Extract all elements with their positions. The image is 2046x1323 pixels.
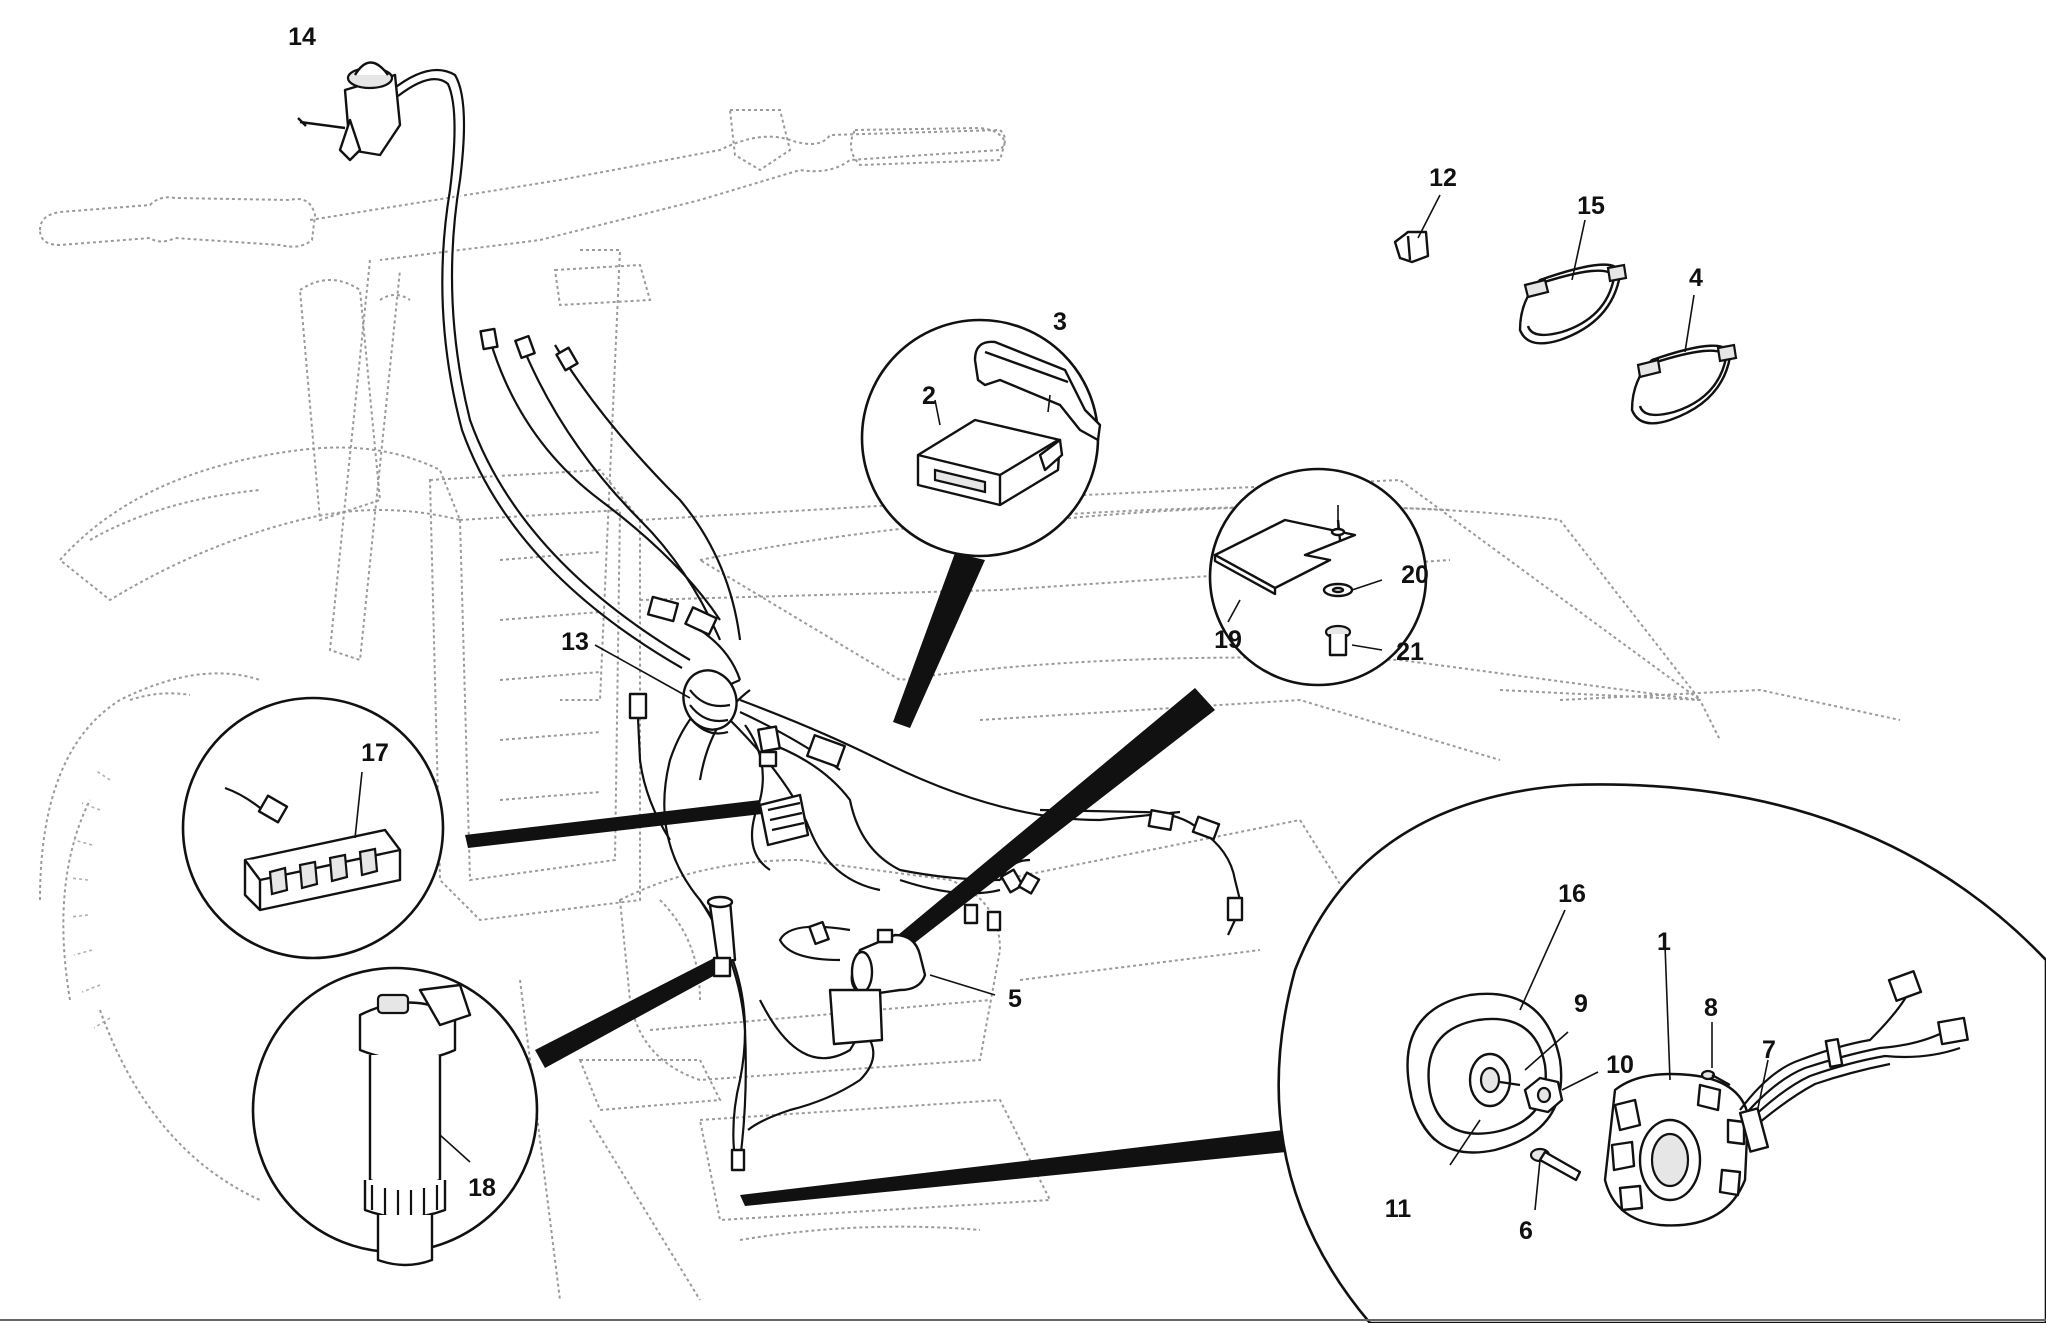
ignition-coil-part-5 (850, 928, 927, 997)
cdi-box (747, 988, 884, 1131)
callout-19: 19 (1214, 626, 1242, 654)
callout-20: 20 (1401, 561, 1429, 589)
callout-2: 2 (922, 382, 936, 410)
cable-clip-part-12 (1393, 230, 1430, 264)
detail-circle-alternator (1277, 783, 2046, 1323)
detail-pointers (465, 553, 1306, 1206)
callout-6: 6 (1519, 1217, 1533, 1245)
callout-18: 18 (468, 1174, 496, 1202)
callout-14: 14 (288, 23, 316, 51)
callout-12: 12 (1429, 164, 1457, 192)
handlebar-connectors (479, 327, 579, 372)
detail-circle-regulator (181, 696, 445, 960)
strap-part-15 (1518, 263, 1628, 345)
detail-circle-ecu (860, 318, 1102, 558)
regulator-small (758, 793, 810, 847)
callout-3: 3 (1053, 308, 1067, 336)
callout-17: 17 (361, 739, 389, 767)
kill-switch-part-14 (297, 61, 402, 162)
callout-16: 16 (1558, 880, 1586, 908)
strap-part-4 (1630, 343, 1738, 425)
callout-9: 9 (1574, 990, 1588, 1018)
callout-5: 5 (1008, 985, 1022, 1013)
detail-circle-coil (251, 966, 539, 1267)
callout-labels: 14 12 15 4 3 2 13 17 20 19 21 5 16 1 9 8… (288, 23, 1776, 1245)
plug-cap-small (706, 895, 737, 978)
callout-4: 4 (1689, 264, 1703, 292)
callout-21: 21 (1396, 638, 1424, 666)
callout-8: 8 (1704, 994, 1718, 1022)
callout-15: 15 (1577, 192, 1605, 220)
callout-1: 1 (1657, 928, 1671, 956)
callout-7: 7 (1762, 1036, 1776, 1064)
wiring-harness (390, 67, 1244, 1172)
callout-13: 13 (561, 628, 589, 656)
callout-10: 10 (1606, 1051, 1634, 1079)
callout-11: 11 (1385, 1195, 1412, 1223)
detail-circle-bracket (1208, 467, 1428, 687)
leader-lines (594, 194, 1695, 996)
